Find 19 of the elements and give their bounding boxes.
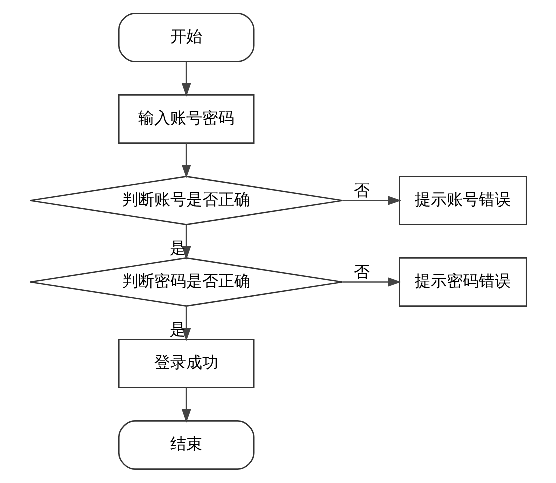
node-box: 结束 — [118, 420, 254, 470]
edge-label: 否 — [354, 181, 370, 200]
arrow — [181, 306, 191, 342]
arrow — [181, 143, 191, 178]
node-box: 开始 — [118, 13, 254, 62]
node-box: 登录成功 — [118, 339, 254, 388]
arrow — [181, 62, 191, 97]
node-box: 提示账号错误 — [398, 176, 527, 226]
node-diamond: 判断账号是否正确 — [29, 176, 343, 226]
arrow — [181, 224, 191, 260]
arrow — [342, 278, 401, 287]
node-diamond: 判断密码是否正确 — [29, 258, 343, 307]
edge-label: 否 — [354, 262, 370, 282]
arrow — [342, 196, 401, 206]
edge-label: 是 — [169, 320, 186, 340]
edge-label: 是 — [169, 238, 186, 258]
node-box: 输入账号密码 — [118, 94, 254, 144]
arrow — [181, 388, 191, 423]
node-box: 提示密码错误 — [398, 258, 527, 307]
